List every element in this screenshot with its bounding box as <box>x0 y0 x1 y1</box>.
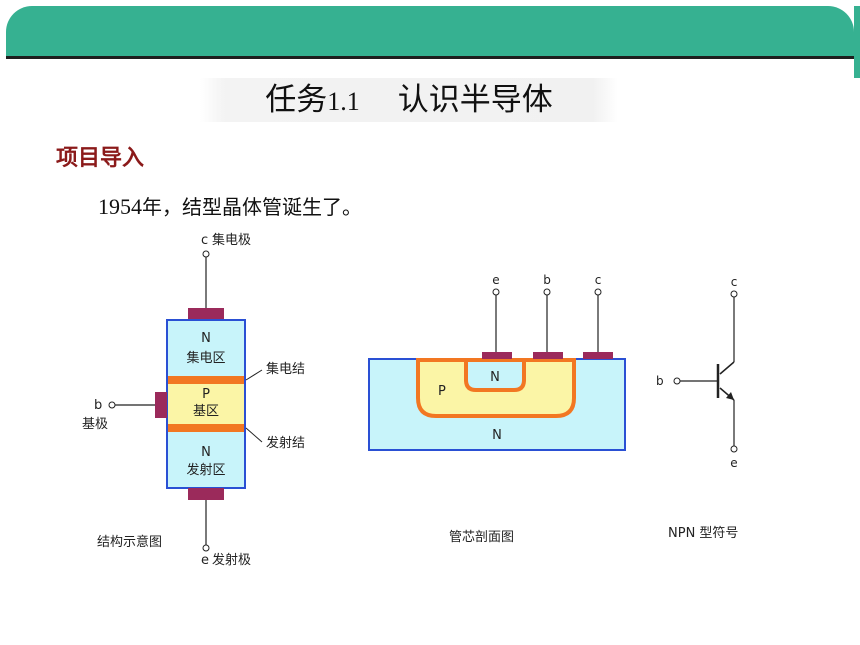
structure-diagram: c 集电极 N 集电区 P 基区 N 发射区 b 基极 集电结 发射结 e 发射… <box>82 232 305 568</box>
p-mid-label: P <box>202 387 210 402</box>
n-emitter-well <box>464 358 526 392</box>
symbol-c-dot <box>730 290 738 298</box>
cross-section-caption: 管芯剖面图 <box>449 530 514 545</box>
section-heading: 项目导入 <box>56 146 145 171</box>
emitter-junction-pointer <box>245 427 263 443</box>
base-pad <box>533 352 563 359</box>
structure-caption: 结构示意图 <box>97 534 162 550</box>
intro-year: 1954 <box>98 194 142 219</box>
collector-label: 集电极 <box>212 232 251 248</box>
collector-pad <box>583 352 613 359</box>
emitter-terminal-letter: e <box>201 553 209 568</box>
symbol-b-label: b <box>656 374 664 388</box>
collector-junction-band <box>167 376 245 384</box>
symbol-c-diag <box>719 361 735 375</box>
p-base-region <box>167 384 245 424</box>
emitter-label: 发射极 <box>212 552 251 568</box>
n-inner-label: N <box>490 370 500 385</box>
header-edge <box>854 6 860 78</box>
symbol-e-label: e <box>730 456 737 470</box>
n-substrate-label: N <box>492 428 502 443</box>
symbol-e-dot <box>730 445 738 453</box>
collector-junction-pointer <box>245 369 263 381</box>
c-terminal-dot <box>594 288 602 296</box>
b-terminal-label: b <box>543 273 551 287</box>
npn-symbol-caption: NPN 型符号 <box>668 525 738 541</box>
title-prefix: 任务 <box>265 82 328 118</box>
collector-terminal-dot <box>202 250 210 258</box>
emitter-contact <box>188 488 224 500</box>
symbol-e-arrow <box>726 392 734 400</box>
p-well-label: P <box>438 384 446 399</box>
npn-symbol-diagram: c b e NPN 型符号 <box>656 275 738 541</box>
cross-section-diagram: e b c P N N 管芯剖面图 <box>368 273 626 545</box>
symbol-b-dot <box>673 377 681 385</box>
n-collector-region <box>167 320 245 376</box>
base-terminal-letter: b <box>94 398 102 413</box>
collector-terminal-letter: c <box>201 233 208 248</box>
emitter-region-label: 发射区 <box>186 462 225 478</box>
e-terminal-label: e <box>492 273 499 287</box>
emitter-junction-band <box>167 424 245 432</box>
base-contact <box>155 392 167 418</box>
emitter-pad <box>482 352 512 359</box>
b-terminal-dot <box>543 288 551 296</box>
collector-junction-label: 集电结 <box>266 361 305 377</box>
title-text: 认识半导体 <box>397 82 553 118</box>
n-bottom-label: N <box>201 445 211 460</box>
c-terminal-label: c <box>595 273 602 287</box>
emitter-junction-label: 发射结 <box>266 435 305 451</box>
title-number: 1.1 <box>327 87 360 116</box>
title-band <box>200 78 618 122</box>
base-label: 基极 <box>82 417 108 432</box>
collector-region-label: 集电区 <box>186 350 225 366</box>
symbol-c-label: c <box>731 275 738 289</box>
base-region-label: 基区 <box>193 404 219 419</box>
header-bar <box>6 6 854 59</box>
base-terminal-dot <box>108 401 116 409</box>
e-terminal-dot <box>492 288 500 296</box>
collector-contact <box>188 308 224 320</box>
intro-text: 年，结型晶体管诞生了。 <box>142 195 362 219</box>
n-emitter-region <box>167 432 245 488</box>
n-top-label: N <box>201 331 211 346</box>
emitter-terminal-dot <box>202 544 210 552</box>
page-title: 任务1.1 认识半导体 <box>200 78 618 122</box>
intro-line: 1954年，结型晶体管诞生了。 <box>98 191 362 220</box>
